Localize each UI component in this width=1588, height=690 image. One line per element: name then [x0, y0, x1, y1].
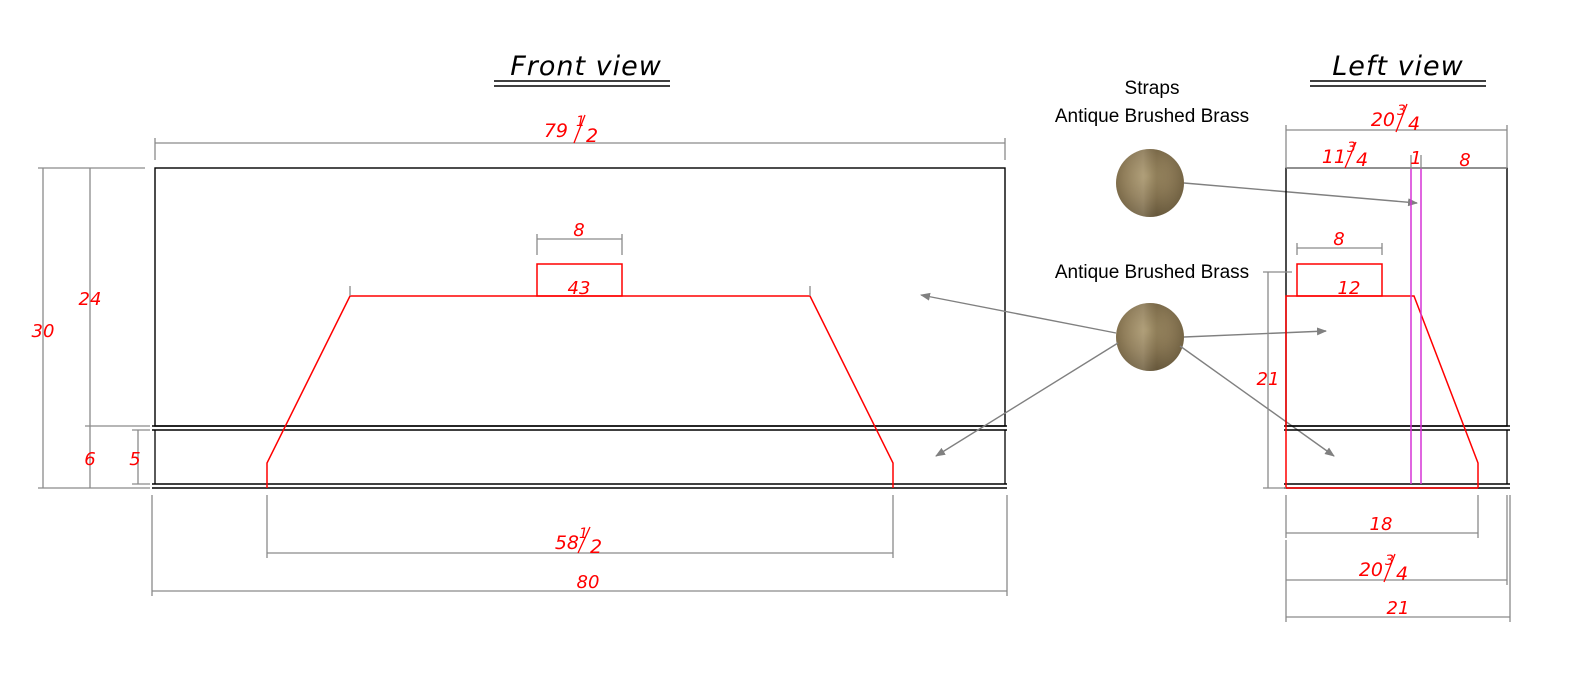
- dim-front-chimney-width: 8: [536, 220, 623, 255]
- dim-left-depth-mid: 20 3 4: [1285, 495, 1508, 585]
- dim-front-band-inner: 5: [129, 429, 150, 485]
- dim-front-hood-top-width: 43: [568, 278, 591, 299]
- front-view-title: Front view: [494, 51, 670, 87]
- svg-text:24: 24: [79, 289, 102, 310]
- straps-finish-label: Antique Brushed Brass: [1055, 106, 1249, 127]
- dim-front-hood-height: 24 6: [79, 168, 150, 488]
- straps-callout: Straps Antique Brushed Brass: [1055, 78, 1418, 217]
- left-hood-profile: [1285, 295, 1479, 488]
- svg-text:2: 2: [590, 536, 602, 558]
- dim-front-bottom-width: 58 1 2: [266, 495, 894, 558]
- left-chimney: [1296, 263, 1383, 297]
- svg-text:58: 58: [555, 532, 579, 554]
- svg-text:2: 2: [586, 125, 598, 147]
- svg-text:8: 8: [573, 220, 584, 241]
- svg-text:8: 8: [1459, 150, 1470, 171]
- svg-text:4: 4: [1408, 113, 1420, 135]
- front-hood-profile: [266, 295, 894, 488]
- svg-text:3: 3: [1385, 553, 1394, 569]
- svg-text:21: 21: [1387, 598, 1410, 619]
- svg-text:79: 79: [544, 120, 568, 142]
- dim-left-hood-height: 21: [1257, 271, 1292, 489]
- svg-text:4: 4: [1356, 149, 1368, 171]
- dim-left-bottom-depth: 18: [1285, 495, 1479, 538]
- dim-front-top-width: 79 1 2: [154, 114, 1006, 160]
- left-view-title: Left view: [1310, 51, 1486, 87]
- svg-text:3: 3: [1347, 140, 1356, 156]
- svg-text:8: 8: [1333, 229, 1344, 250]
- front-view-title-text: Front view: [510, 51, 662, 82]
- svg-text:21: 21: [1257, 369, 1280, 390]
- svg-text:3: 3: [1397, 103, 1406, 119]
- svg-text:18: 18: [1370, 514, 1393, 535]
- svg-text:4: 4: [1396, 563, 1408, 585]
- front-chimney: [536, 263, 623, 297]
- straps-label: Straps: [1125, 78, 1180, 99]
- left-hood-outline: [1285, 167, 1508, 427]
- dim-front-overall-width: 80: [151, 495, 1008, 596]
- svg-text:1: 1: [1410, 148, 1421, 169]
- dim-left-chimney-depth: 8: [1296, 229, 1383, 255]
- svg-text:1: 1: [579, 526, 588, 542]
- svg-text:11: 11: [1322, 146, 1346, 168]
- dim-front-overall-height: 30: [32, 167, 150, 489]
- svg-text:20: 20: [1359, 559, 1383, 581]
- svg-text:20: 20: [1371, 109, 1395, 131]
- left-view: 20 3 4 11 3 4 1 8 8 12: [1257, 103, 1511, 622]
- dim-left-hood-top-depth: 12: [1338, 278, 1361, 299]
- svg-text:1: 1: [576, 114, 585, 130]
- svg-text:80: 80: [577, 572, 600, 593]
- hood-finish-label: Antique Brushed Brass: [1055, 262, 1249, 283]
- hood-finish-callout: Antique Brushed Brass: [920, 262, 1335, 457]
- front-band: [152, 425, 1007, 489]
- dim-left-overall-depth: 21: [1285, 495, 1511, 622]
- svg-text:5: 5: [129, 449, 140, 470]
- left-view-title-text: Left view: [1332, 51, 1464, 82]
- dim-left-offsets: 11 3 4 1 8: [1286, 140, 1507, 171]
- svg-text:6: 6: [84, 449, 95, 470]
- dim-left-top-depth: 20 3 4: [1285, 103, 1508, 168]
- svg-text:30: 30: [32, 321, 55, 342]
- front-view: 79 1 2 30 24 6 5: [32, 114, 1008, 596]
